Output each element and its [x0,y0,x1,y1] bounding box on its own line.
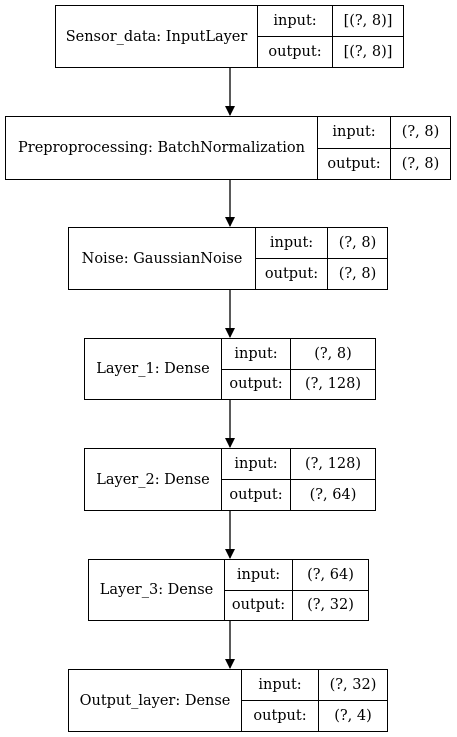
output-row: output: (?, 8) [256,258,387,289]
output-label: output: [258,37,333,67]
input-row: input: (?, 128) [222,449,375,479]
node-name: Noise: GaussianNoise [69,228,256,289]
output-label: output: [222,480,291,510]
output-shape: (?, 8) [401,155,440,172]
io-table: input: (?, 32) output: (?, 4) [242,670,387,731]
input-label: input: [258,6,333,36]
input-shape: (?, 64) [307,566,354,583]
output-row: output: (?, 8) [318,147,450,179]
input-row: input: (?, 8) [318,117,450,148]
io-table: input: (?, 8) output: (?, 128) [222,339,375,399]
input-shape: (?, 8) [401,124,440,141]
io-table: input: (?, 128) output: (?, 64) [222,449,375,510]
io-table: input: (?, 8) output: (?, 8) [256,228,387,289]
input-label: input: [318,117,391,148]
node-name: Layer_2: Dense [85,449,222,510]
io-table: input: (?, 8) output: (?, 8) [318,117,450,179]
io-table: input: (?, 64) output: (?, 32) [225,560,368,620]
node-layer-2: Layer_2: Dense input: (?, 128) output: (… [84,448,376,511]
node-layer-1: Layer_1: Dense input: (?, 8) output: (?,… [84,338,376,400]
node-name: Layer_1: Dense [85,339,222,399]
input-label: input: [222,339,291,369]
node-output-layer: Output_layer: Dense input: (?, 32) outpu… [68,669,388,732]
output-shape: (?, 64) [309,487,357,503]
input-label: input: [222,449,291,479]
input-shape: (?, 128) [305,456,361,472]
output-row: output: (?, 128) [222,368,375,399]
output-shape: (?, 8) [338,266,377,282]
output-label: output: [318,148,391,179]
node-name: Layer_3: Dense [89,560,225,620]
output-row: output: (?, 64) [222,479,375,510]
input-row: input: [(?, 8)] [258,6,403,36]
node-name: Output_layer: Dense [69,670,242,731]
input-row: input: (?, 8) [256,228,387,258]
input-shape: [(?, 8)] [343,13,393,29]
output-label: output: [225,590,293,620]
input-shape: (?, 8) [338,235,377,251]
node-name: Preproprocessing: BatchNormalization [6,117,318,179]
output-shape: (?, 128) [305,376,361,393]
input-label: input: [242,670,319,700]
output-row: output: (?, 32) [225,589,368,620]
node-sensor-data: Sensor_data: InputLayer input: [(?, 8)] … [55,5,404,68]
node-name: Sensor_data: InputLayer [56,6,258,67]
output-label: output: [222,369,291,399]
output-row: output: (?, 4) [242,700,387,731]
input-label: input: [256,228,328,258]
output-shape: (?, 4) [334,708,372,724]
node-preprocessing: Preproprocessing: BatchNormalization inp… [5,116,451,180]
output-shape: [(?, 8)] [343,44,393,60]
node-noise: Noise: GaussianNoise input: (?, 8) outpu… [68,227,388,290]
input-label: input: [225,560,293,590]
input-row: input: (?, 64) [225,560,368,590]
output-label: output: [256,259,328,289]
input-shape: (?, 32) [329,677,377,693]
node-layer-3: Layer_3: Dense input: (?, 64) output: (?… [88,559,369,621]
input-shape: (?, 8) [314,345,352,362]
input-row: input: (?, 8) [222,339,375,369]
io-table: input: [(?, 8)] output: [(?, 8)] [258,6,403,67]
output-row: output: [(?, 8)] [258,36,403,67]
output-label: output: [242,701,319,731]
output-shape: (?, 32) [307,597,354,614]
input-row: input: (?, 32) [242,670,387,700]
